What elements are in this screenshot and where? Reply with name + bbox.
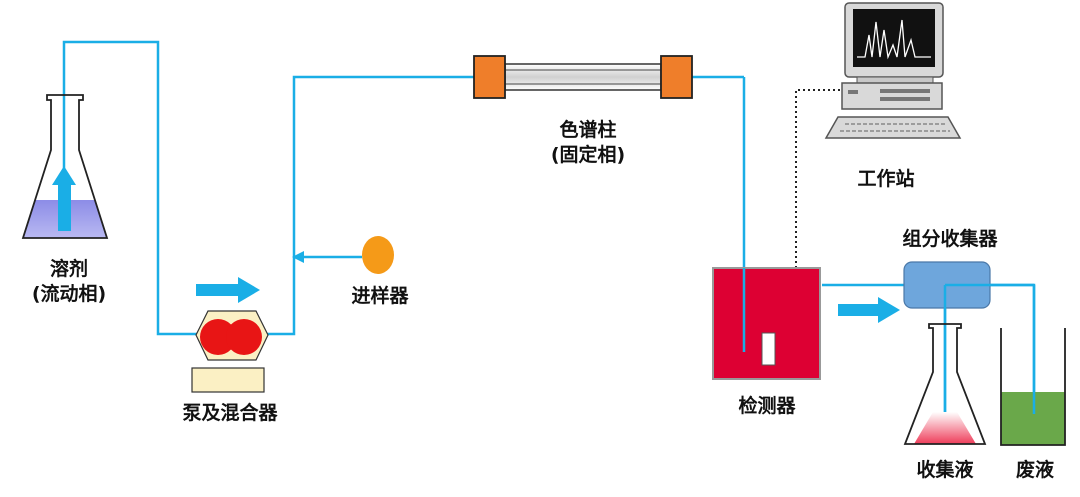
workstation-label: 工作站 [857,168,915,190]
fraction-collector-label: 组分收集器 [902,228,998,250]
collected-liquid-label: 收集液 [916,459,974,481]
up-arrow-icon [52,166,76,231]
collection-flask [903,323,987,445]
injector-label: 进样器 [351,285,409,307]
chromatography-column [473,55,693,99]
column-label: 色谱柱 [559,119,617,141]
tube-solvent-to-column [62,40,474,336]
workstation-computer-icon [824,2,962,139]
injector-icon [362,236,394,274]
mobile-phase-label: (流动相) [31,283,107,305]
stationary-phase-label: (固定相) [550,144,626,166]
pump-label: 泵及混合器 [182,402,278,424]
injector-arrowhead-icon [292,251,304,263]
solvent-label: 溶剂 [49,258,88,280]
detector-label: 检测器 [738,395,796,417]
waste-liquid-label: 废液 [1015,459,1054,481]
pump-flow-arrow-icon [196,277,260,303]
detector-unit [712,267,821,380]
collector-flow-arrow-icon [838,297,900,323]
pump-and-mixer [191,310,269,393]
waste-beaker [1000,285,1066,446]
